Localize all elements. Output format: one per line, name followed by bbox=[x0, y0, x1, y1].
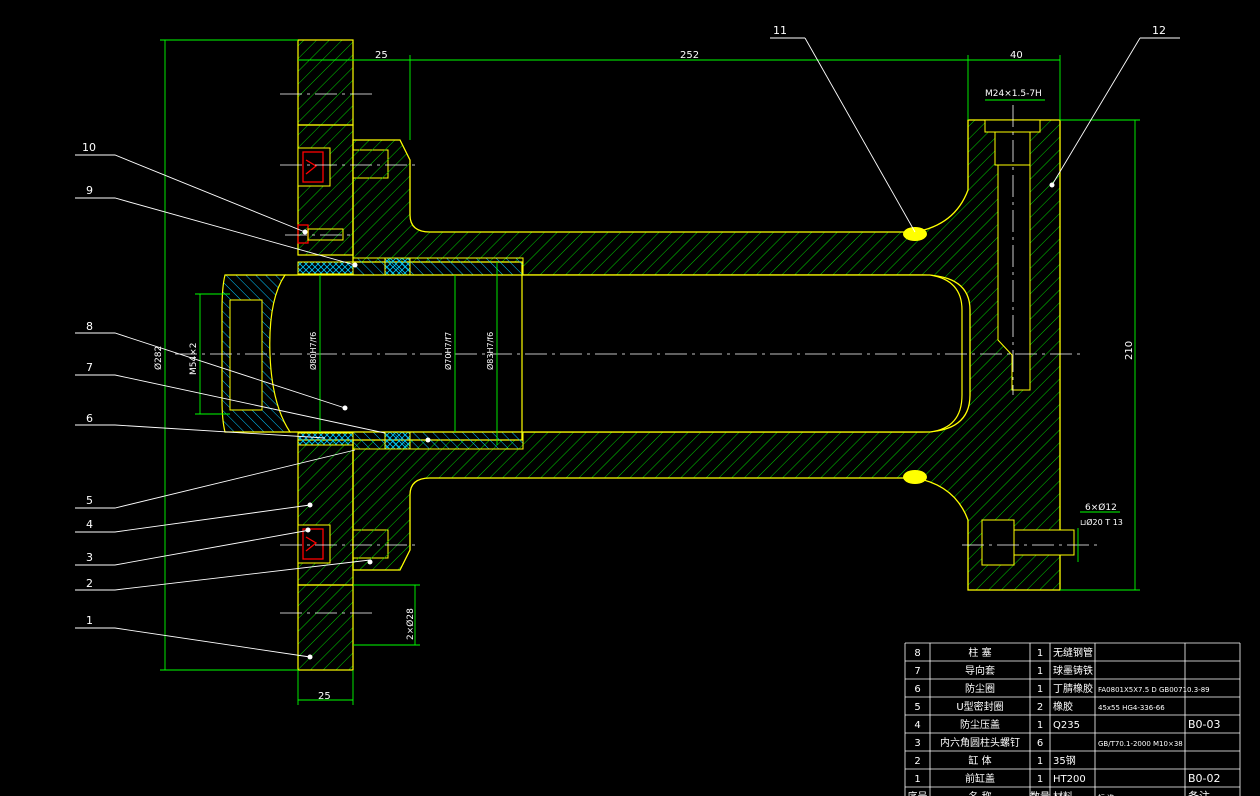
bom-cell-standard: 45x55 HG4-336-66 bbox=[1098, 704, 1165, 712]
bom-cell-no: 5 bbox=[914, 702, 920, 713]
center-lines bbox=[175, 93, 1100, 614]
bom-cell-material: Q235 bbox=[1053, 720, 1080, 731]
bom-cell-material: HT200 bbox=[1053, 774, 1086, 785]
bom-header-name: 名 称 bbox=[968, 790, 991, 796]
balloon-5: 5 bbox=[86, 494, 93, 507]
bom-cell-material: 丁腈橡胶 bbox=[1053, 682, 1093, 695]
bom-cell-qty: 1 bbox=[1037, 774, 1043, 785]
bom-cell-qty: 2 bbox=[1037, 702, 1043, 713]
bom-cell-no: 4 bbox=[914, 720, 920, 731]
leader-lines bbox=[75, 37, 1180, 658]
bom-cell-name: 防尘压盖 bbox=[960, 718, 1000, 731]
balloon-1: 1 bbox=[86, 614, 93, 627]
dim-holes: 6×Ø12 bbox=[1085, 502, 1117, 513]
bom-table: 8 柱 塞 1 无缝钢管 7 导向套 1 球墨铸铁 6 防尘圈 1 丁腈橡胶 FA0801X5X7.5 … bbox=[904, 642, 1241, 796]
balloon-11: 11 bbox=[773, 24, 787, 37]
bom-cell-material: 球墨铸铁 bbox=[1053, 664, 1093, 677]
dim-40: 40 bbox=[1010, 50, 1023, 61]
dim-80: Ø80H7/f6 bbox=[308, 332, 318, 370]
bom-cell-no: 6 bbox=[914, 684, 920, 695]
leader-dots bbox=[302, 182, 1055, 660]
plunger bbox=[221, 274, 522, 433]
screws bbox=[297, 151, 344, 560]
bom-cell-name: U型密封圈 bbox=[956, 700, 1003, 713]
dim-flange-dia: Ø282 bbox=[153, 346, 164, 370]
dim-25-bottom: 25 bbox=[318, 691, 331, 702]
dim-25-top: 25 bbox=[375, 50, 388, 61]
balloon-8: 8 bbox=[86, 320, 93, 333]
balloon-7: 7 bbox=[86, 361, 93, 374]
balloon-9: 9 bbox=[86, 184, 93, 197]
bom-cell-qty: 1 bbox=[1037, 666, 1043, 677]
dim-70: Ø70H7/f7 bbox=[443, 332, 453, 370]
bom-header-no: 序号 bbox=[908, 790, 928, 796]
front-cap bbox=[297, 39, 389, 671]
bom-cell-material: 橡胶 bbox=[1053, 700, 1073, 713]
bom-header-code: 备注 bbox=[1188, 789, 1210, 796]
dim-bolt-holes: 2×Ø28 bbox=[405, 608, 416, 640]
bom-cell-no: 1 bbox=[914, 774, 920, 785]
guide-sleeve bbox=[297, 257, 524, 450]
bom-cell-name: 柱 塞 bbox=[968, 646, 991, 659]
bom-cell-name: 缸 体 bbox=[968, 754, 991, 767]
bom-cell-qty: 6 bbox=[1037, 738, 1043, 749]
bom-header-standard: 标 准 bbox=[1098, 793, 1114, 796]
dim-83: Ø83H7/f6 bbox=[485, 332, 495, 370]
bom-cell-material: 无缝钢管 bbox=[1053, 646, 1093, 659]
balloon-4: 4 bbox=[86, 518, 93, 531]
bom-cell-name: 内六角圆柱头螺钉 bbox=[940, 736, 1020, 749]
bom-header-material: 材料 bbox=[1053, 790, 1073, 796]
balloon-12: 12 bbox=[1152, 24, 1166, 37]
bom-cell-qty: 1 bbox=[1037, 720, 1043, 731]
dimension-lines bbox=[160, 39, 1140, 705]
bom-cell-standard: GB/T70.1-2000 M10×38 bbox=[1098, 740, 1183, 748]
balloon-10: 10 bbox=[82, 141, 96, 154]
balloon-6: 6 bbox=[86, 412, 93, 425]
bom-cell-no: 8 bbox=[914, 648, 920, 659]
bom-cell-no: 2 bbox=[914, 756, 920, 767]
bom-cell-qty: 1 bbox=[1037, 684, 1043, 695]
bom-cell-no: 3 bbox=[914, 738, 920, 749]
bom-cell-qty: 1 bbox=[1037, 648, 1043, 659]
bom-cell-qty: 1 bbox=[1037, 756, 1043, 767]
cylinder-body bbox=[352, 119, 1075, 591]
dim-counterbore: ⊔Ø20 T 13 bbox=[1080, 517, 1123, 527]
dim-252: 252 bbox=[680, 50, 699, 61]
bom-cell-material: 35钢 bbox=[1053, 754, 1076, 767]
balloon-2: 2 bbox=[86, 577, 93, 590]
bom-cell-standard: FA0801X5X7.5 D GB00710.3-89 bbox=[1098, 686, 1210, 694]
bom-cell-name: 前缸盖 bbox=[965, 772, 995, 785]
bom-cell-no: 7 bbox=[914, 666, 920, 677]
balloon-3: 3 bbox=[86, 551, 93, 564]
bom-cell-code: B0-02 bbox=[1188, 772, 1221, 785]
dim-210: 210 bbox=[1124, 341, 1135, 360]
bom-cell-code: B0-03 bbox=[1188, 718, 1221, 731]
balloon-numbers: 11 12 10 9 8 7 6 5 4 3 2 1 bbox=[82, 24, 1166, 627]
dim-rod-thread: M54×2 bbox=[189, 343, 199, 375]
bom-cell-name: 防尘圈 bbox=[965, 682, 995, 695]
dimension-texts: 25 252 40 M24×1.5-7H 210 6×Ø12 ⊔Ø20 T 13… bbox=[153, 50, 1135, 702]
dim-thread-top: M24×1.5-7H bbox=[985, 89, 1042, 99]
bom-cell-name: 导向套 bbox=[965, 664, 995, 677]
bom-header-qty: 数量 bbox=[1030, 790, 1050, 796]
